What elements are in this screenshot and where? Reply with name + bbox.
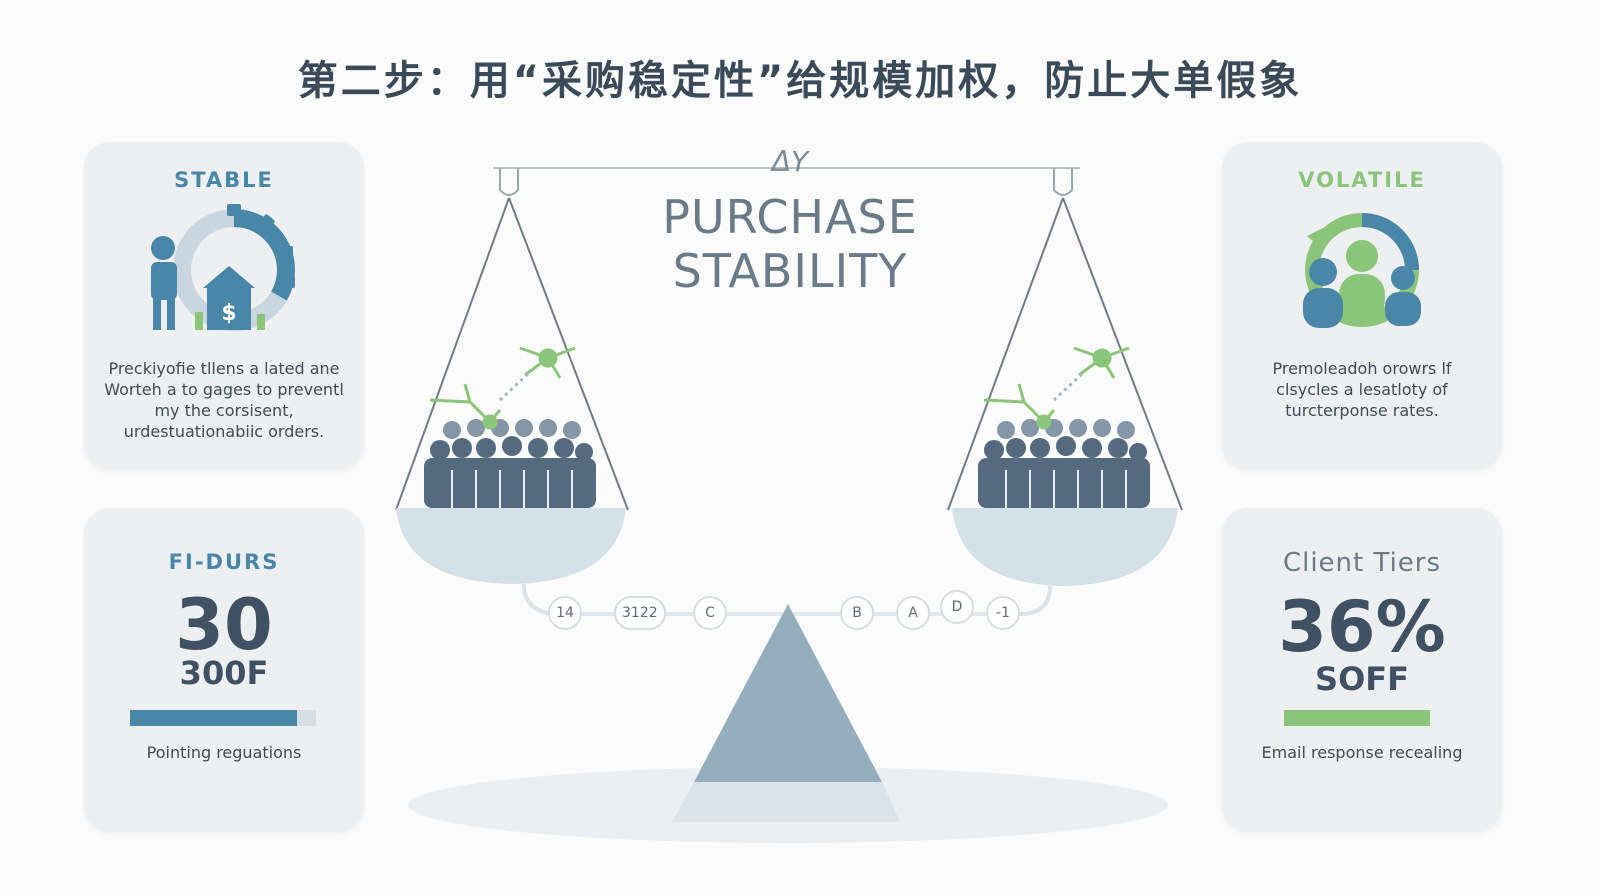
right-pan: [952, 508, 1178, 586]
fulcrum-base: [672, 782, 900, 822]
client-tiers-caption: Email response recealing: [1261, 743, 1463, 762]
scale-title: PURCHASE STABILITY: [662, 190, 918, 298]
tier-node: C: [693, 596, 727, 630]
tier-node: 3122: [614, 596, 666, 630]
volatile-description: Premoleadoh orowrs lf clsycles a lesatlo…: [1272, 359, 1452, 420]
right-crowd-icon: [978, 419, 1150, 508]
fi-durs-caption: Pointing reguations: [146, 743, 302, 762]
right-molecule-icon: [983, 346, 1130, 430]
stable-label: STABLE: [174, 168, 274, 192]
fi-durs-progress-bar: [130, 710, 316, 726]
fi-durs-label: FI-DURS: [168, 550, 280, 574]
people-cycle-icon: [1303, 213, 1421, 328]
client-tiers-progress-fill: [1284, 710, 1430, 726]
right-hook: [1053, 168, 1073, 196]
volatile-label: VOLATILE: [1298, 168, 1426, 192]
client-tiers-subvalue: SOFF: [1315, 660, 1409, 698]
svg-text:$: $: [221, 301, 236, 326]
left-hook: [499, 168, 519, 196]
tier-node: 14: [548, 596, 582, 630]
client-tiers-label: Client Tiers: [1282, 548, 1442, 578]
tier-node: -1: [986, 596, 1020, 630]
stable-description: Preckiyofie tllens a lated ane Worteh a …: [104, 359, 344, 441]
client-tiers-progress-bar: [1284, 710, 1430, 726]
fi-durs-value: 30: [175, 584, 273, 666]
left-crowd-icon: [424, 419, 596, 508]
page-title: 第二步：用“采购稳定性”给规模加权，防止大单假象: [297, 58, 1303, 104]
client-tiers-value: 36%: [1278, 586, 1446, 668]
tier-node: B: [840, 596, 874, 630]
volatile-card: VOLATILE Premoleadoh orowrs lf clsycles …: [1222, 142, 1502, 470]
client-tiers-card: Client Tiers 36% SOFF Email response rec…: [1222, 508, 1502, 832]
tier-node: A: [896, 596, 930, 630]
left-pan: [396, 508, 626, 584]
left-molecule-icon: [429, 346, 576, 430]
stable-card: STABLE $ Preckiyofie tllens a lated ane …: [84, 142, 364, 470]
fi-durs-card: FI-DURS 30 300F Pointing reguations: [84, 508, 364, 832]
tier-node: D: [940, 590, 974, 624]
fulcrum: [694, 604, 882, 782]
scale-top-mark: ΔY: [771, 145, 809, 178]
fi-durs-subvalue: 300F: [179, 654, 269, 692]
fi-durs-progress-fill: [130, 710, 298, 726]
person-house-gear-icon: $: [151, 204, 295, 331]
